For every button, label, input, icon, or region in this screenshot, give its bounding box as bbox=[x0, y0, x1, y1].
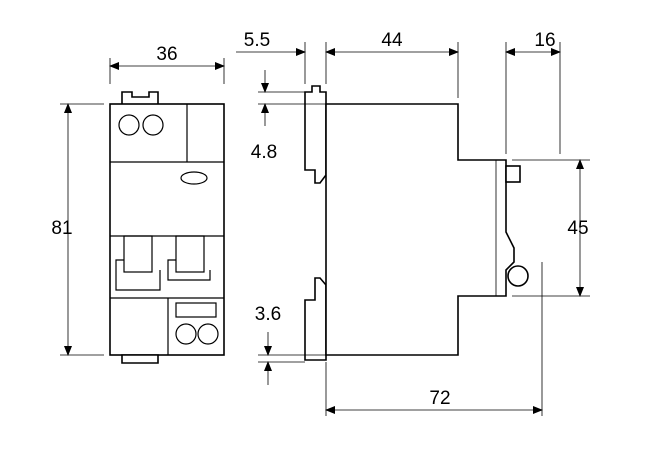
dim-label-top-clip: 4.8 bbox=[251, 142, 277, 163]
dim-front-face: 45 bbox=[512, 159, 590, 297]
dim-label-side-depth: 44 bbox=[381, 30, 403, 51]
front-view bbox=[109, 91, 225, 364]
dim-overall-depth: 72 bbox=[325, 262, 543, 416]
dim-label-knob: 16 bbox=[534, 30, 555, 51]
dim-label-front-face: 45 bbox=[567, 218, 588, 239]
dim-top-clip: 4.8 bbox=[251, 70, 326, 163]
dim-bottom-clip: 3.6 bbox=[255, 304, 326, 385]
dim-label-front-width: 36 bbox=[156, 44, 177, 65]
dim-front-width: 36 bbox=[109, 44, 225, 84]
dim-side-top: 5.5 44 16 bbox=[236, 30, 561, 154]
side-view bbox=[304, 85, 529, 361]
dim-front-height: 81 bbox=[51, 103, 104, 356]
dim-label-rail-offset: 5.5 bbox=[244, 30, 270, 51]
dim-label-front-height: 81 bbox=[51, 218, 72, 239]
dim-label-overall-depth: 72 bbox=[429, 388, 450, 409]
dim-label-bottom-clip: 3.6 bbox=[255, 304, 281, 325]
